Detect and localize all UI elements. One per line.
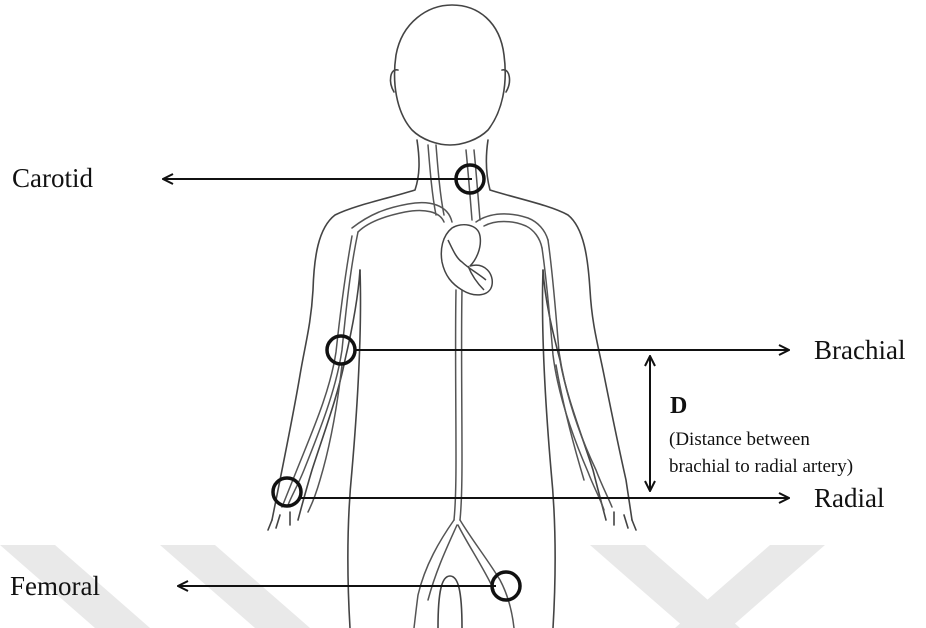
distance-symbol: D <box>670 394 687 418</box>
radial-label: Radial <box>814 485 884 512</box>
heart-icon <box>441 225 492 295</box>
torso-left <box>348 270 361 628</box>
right-hand <box>614 512 636 530</box>
carotid-label: Carotid <box>12 165 93 192</box>
leader-arrows <box>163 179 789 586</box>
torso-arms-outline <box>272 140 632 520</box>
crotch <box>438 576 462 628</box>
torso-right <box>542 270 555 628</box>
distance-note-line2: brachial to radial artery) <box>669 457 853 476</box>
left-hand <box>268 512 290 530</box>
femoral-marker-icon <box>492 572 520 600</box>
distance-note-line1: (Distance between <box>669 430 810 449</box>
brachial-label: Brachial <box>814 337 905 364</box>
head-outline <box>395 5 506 145</box>
pulse-markers <box>273 165 520 600</box>
femoral-label: Femoral <box>10 573 100 600</box>
